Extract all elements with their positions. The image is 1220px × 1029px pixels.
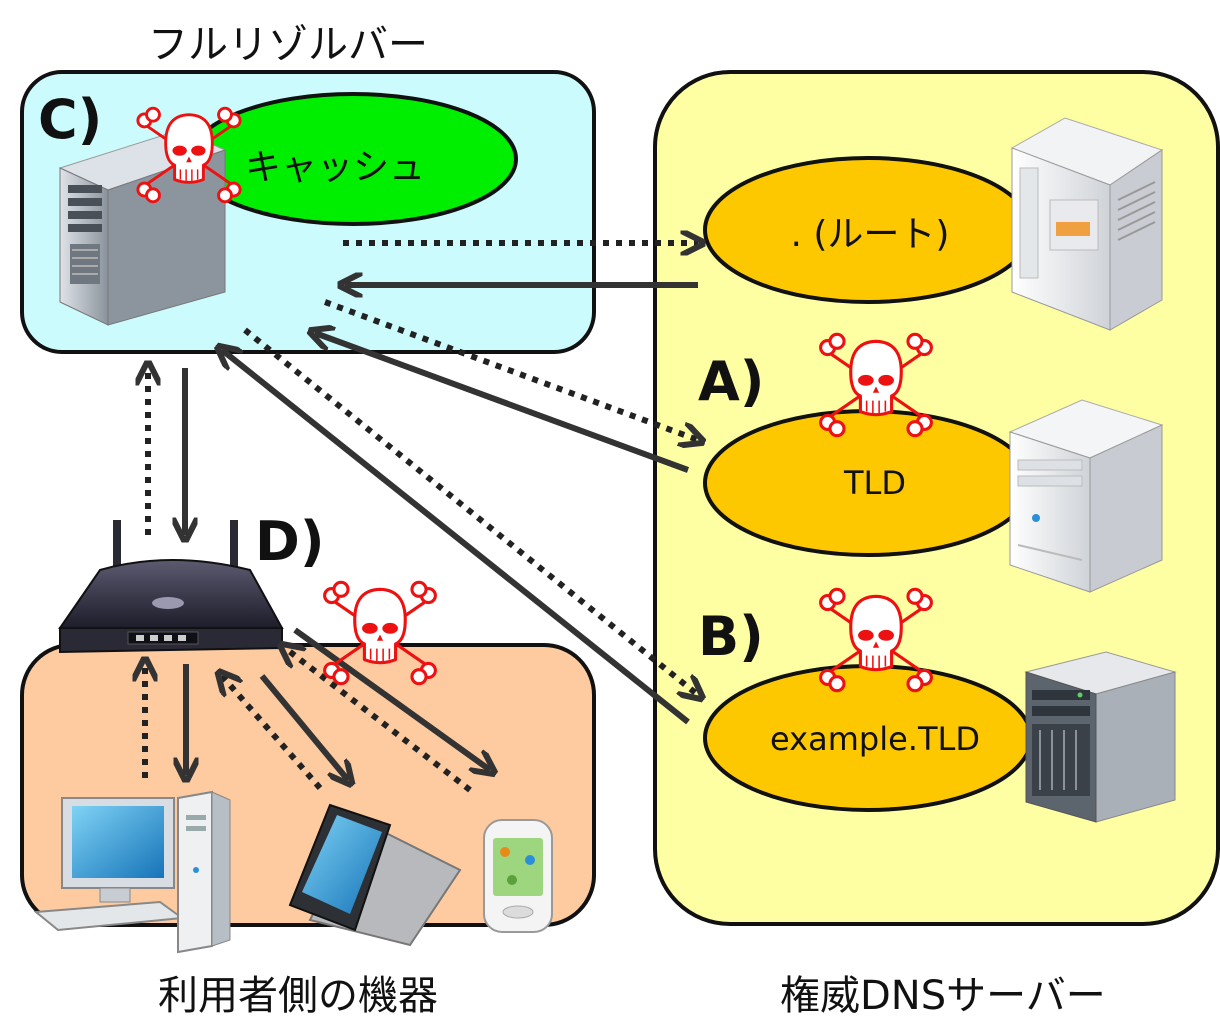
wifi-router-icon	[58, 520, 284, 654]
user-devices-caption: 利用者側の機器	[158, 973, 438, 1019]
device-router-arrows	[145, 627, 490, 793]
router-to-phone-arrow	[293, 627, 490, 770]
cache-label: キャッシュ	[244, 147, 425, 188]
attack-label-d: D)	[255, 510, 325, 573]
query-arrows	[222, 243, 698, 725]
tld-query-arrow	[323, 299, 698, 440]
root-label: . (ルート)	[790, 214, 950, 255]
attack-label-b: B)	[698, 605, 764, 668]
router-resolver-arrows	[148, 368, 185, 535]
white-server-icon	[1008, 399, 1164, 593]
smartphone-icon	[483, 819, 553, 933]
example-tld-label: example.TLD	[770, 720, 980, 758]
attack-label-a: A)	[698, 350, 765, 413]
example-query-arrow	[243, 327, 698, 695]
rack-server-icon	[1024, 651, 1177, 823]
resolver-caption: フルリゾルバー	[148, 22, 428, 68]
attack-label-c: C)	[38, 88, 103, 151]
large-server-icon	[1010, 117, 1164, 331]
authoritative-caption: 権威DNSサーバー	[780, 973, 1106, 1019]
tld-response-arrow	[315, 333, 690, 473]
tld-label: TLD	[843, 464, 906, 502]
router-to-tablet-arrow	[259, 674, 348, 780]
tablet-icon	[288, 803, 462, 947]
desktop-pc-icon	[33, 790, 231, 954]
example-response-arrow	[222, 350, 690, 725]
